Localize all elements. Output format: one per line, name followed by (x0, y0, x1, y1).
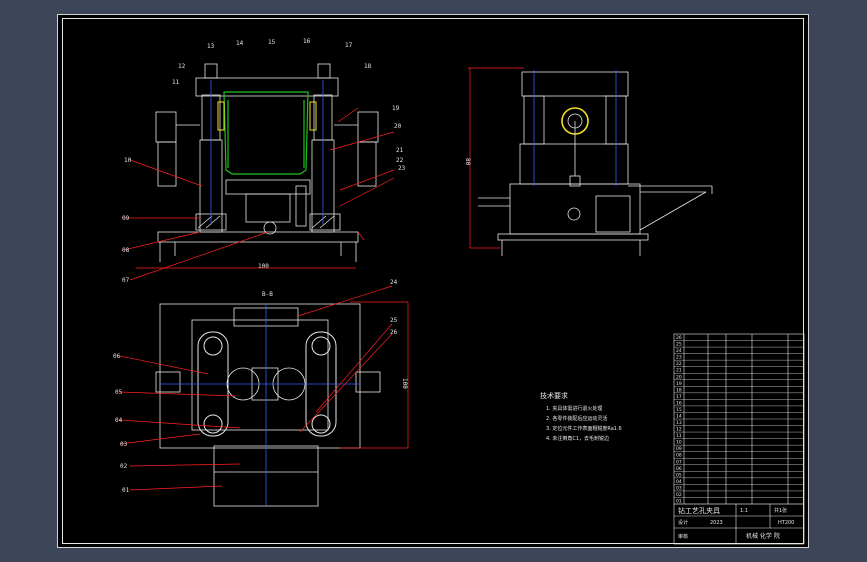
tech-requirements: 技术要求 1. 夹具体需进行退火处理 2. 各零件装配后应运动灵活 3. 定位元… (540, 391, 622, 442)
label-01: 01 (122, 487, 130, 494)
tech-note-2: 2. 各零件装配后应运动灵活 (546, 415, 607, 422)
checked-by: 审核 (678, 533, 688, 540)
bom-row-number: 23 (676, 355, 682, 361)
blue-parts (210, 80, 324, 225)
bom-row-number: 13 (676, 420, 682, 426)
bom-row-number: 24 (676, 348, 682, 354)
label-06: 06 (113, 353, 121, 360)
label-17: 17 (345, 42, 353, 49)
bom-rows: 2625242322212019181716151413121110090807… (676, 335, 682, 504)
bom-row-number: 09 (676, 446, 682, 452)
bom-row-number: 26 (676, 335, 682, 341)
label-05: 05 (115, 389, 123, 396)
bom-row-number: 25 (676, 342, 682, 348)
drawing-sheet (57, 14, 809, 548)
label-26: 26 (390, 329, 398, 336)
bom-row-number: 05 (676, 472, 682, 478)
front-view (155, 63, 379, 262)
section-view (155, 303, 381, 507)
bom-row-number: 17 (676, 394, 682, 400)
bom-row-number: 21 (676, 368, 682, 374)
label-16: 16 (303, 38, 311, 45)
label-14: 14 (236, 40, 244, 47)
tech-note-1: 1. 夹具体需进行退火处理 (546, 405, 602, 412)
label-11: 11 (172, 79, 180, 86)
label-07: 07 (122, 277, 130, 284)
label-12: 12 (178, 63, 186, 70)
tech-note-4: 4. 未注倒角C1，去毛刺锐边 (546, 435, 609, 442)
bom-row-number: 08 (676, 453, 682, 459)
label-24: 24 (390, 279, 398, 286)
dim-bottom: 100 (401, 378, 408, 389)
label-23: 23 (398, 165, 406, 172)
bom-row-number: 14 (676, 414, 682, 420)
bom-row-number: 19 (676, 381, 682, 387)
bom-row-number: 11 (676, 433, 682, 439)
label-21: 21 (396, 147, 404, 154)
accent-parts (217, 101, 317, 131)
tech-heading: 技术要求 (540, 391, 568, 400)
label-02: 02 (120, 463, 128, 470)
bom-row-number: 03 (676, 485, 682, 491)
section-label: B-B (262, 291, 273, 298)
part-labels: 13 14 15 16 17 11 12 18 19 20 10 21 22 2… (113, 38, 471, 494)
drawn-by: 设计 (678, 519, 688, 526)
bom-row-number: 06 (676, 466, 682, 472)
bom-row-number: 22 (676, 361, 682, 367)
bom-row-number: 02 (676, 492, 682, 498)
dim-side: 80 (464, 158, 471, 166)
label-25: 25 (390, 317, 398, 324)
drawing-frame (62, 18, 804, 544)
label-08: 08 (122, 247, 130, 254)
title-block: 钻工艺孔夹具 1:1 共1张 设计 2023 HT200 审核 机械 化学 院 (678, 506, 794, 540)
bom-row-number: 16 (676, 400, 682, 406)
label-15: 15 (268, 39, 276, 46)
scale: 1:1 (740, 508, 748, 514)
material: HT200 (778, 520, 794, 526)
bom-row-number: 07 (676, 459, 682, 465)
tech-note-3: 3. 定位元件工作表面粗糙度Ra1.6 (546, 425, 622, 432)
bom-row-number: 15 (676, 407, 682, 413)
bom-row-number: 10 (676, 440, 682, 446)
side-view (478, 71, 713, 256)
label-10: 10 (124, 157, 132, 164)
workpiece-outline (223, 91, 309, 175)
label-22: 22 (396, 157, 404, 164)
label-18: 18 (364, 63, 372, 70)
drawing-title: 钻工艺孔夹具 (678, 506, 720, 515)
label-20: 20 (394, 123, 402, 130)
leader-lines (119, 67, 524, 491)
label-09: 09 (122, 215, 130, 222)
label-13: 13 (207, 43, 215, 50)
sheet-count: 共1张 (774, 507, 787, 514)
date: 2023 (710, 520, 723, 526)
bom-row-number: 20 (676, 374, 682, 380)
dim-top: 100 (258, 263, 269, 270)
bom-row-number: 18 (676, 387, 682, 393)
bom-row-number: 12 (676, 427, 682, 433)
bom-row-number: 04 (676, 479, 682, 485)
label-19: 19 (392, 105, 400, 112)
label-03: 03 (120, 441, 128, 448)
school-name: 机械 化学 院 (746, 532, 780, 540)
bom-row-number: 01 (676, 499, 682, 505)
label-04: 04 (115, 417, 123, 424)
